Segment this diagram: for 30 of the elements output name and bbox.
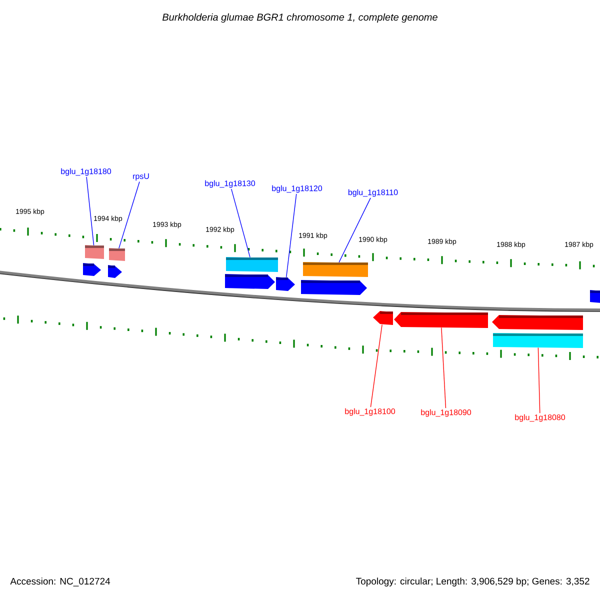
gene-label: bglu_1g18180 [61,168,112,176]
gene-box [85,245,104,259]
gene-block [108,265,122,278]
footer-text: Accession: NC_012724 [10,578,110,586]
gene-block [301,280,367,295]
leader-line [370,324,382,408]
leader-line [231,188,250,258]
gene-label: rpsU [133,173,149,181]
gene-box [590,290,600,303]
gene-label: bglu_1g18090 [421,409,472,417]
gene-box [226,257,278,272]
gene-block [492,315,583,330]
gene-box [493,333,583,348]
leader-line [86,176,94,246]
gene-label: bglu_1g18120 [272,185,322,193]
gene-label: bglu_1g18100 [345,408,396,416]
gene-block [276,277,295,291]
leader-line [538,347,540,414]
title: Burkholderia glumae BGR1 chromosome 1, complete genome [162,13,438,23]
gene-box [303,262,368,277]
gene-block [83,263,101,276]
gene-label: bglu_1g18110 [348,189,398,197]
leader-line [118,181,140,249]
gene-box [109,248,125,261]
leader-line [441,327,446,408]
gene-label: bglu_1g18080 [515,414,566,422]
footer-text: Topology: circular; Length: 3,906,529 bp; Genes: 3,352 [356,578,590,586]
leader-line [286,194,297,278]
gene-block [373,311,393,325]
gene-label: bglu_1g18130 [205,180,256,188]
